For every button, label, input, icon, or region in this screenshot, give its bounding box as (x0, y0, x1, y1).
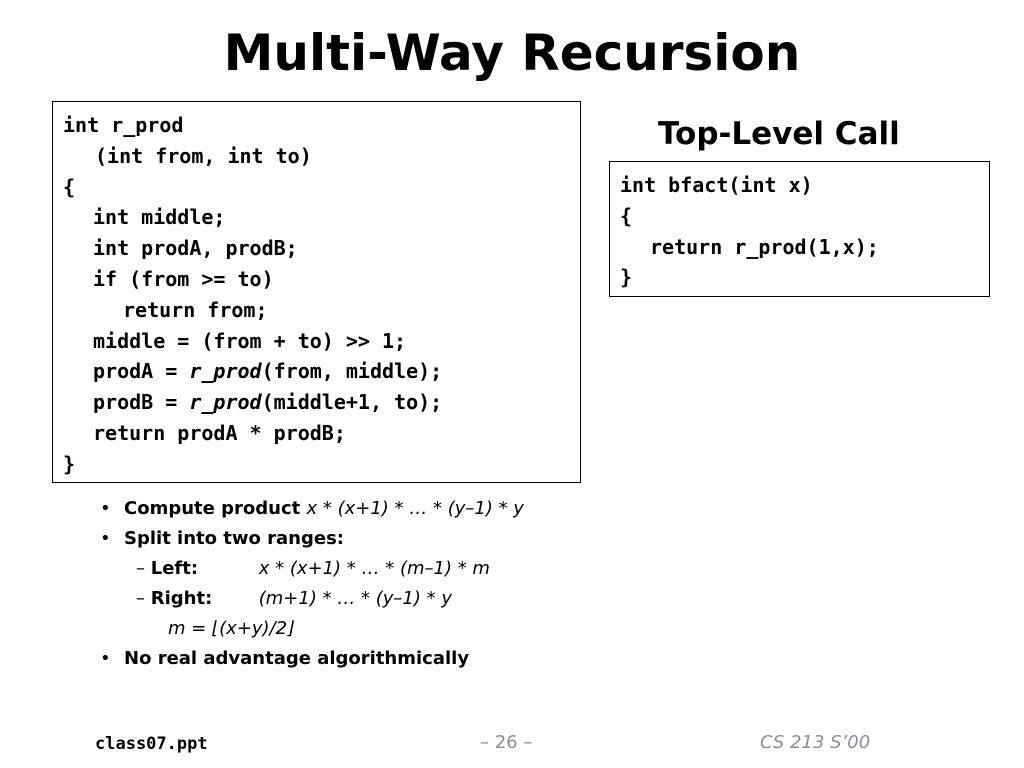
sub-bullet-expression: x * (x+1) * … * (m–1) * m (258, 558, 490, 579)
code-line: int r_prod (63, 113, 184, 137)
bullet-expression: x * (x+1) * … * (y–1) * y (306, 498, 524, 519)
sub-bullet-label: Left: (150, 558, 199, 579)
dash-icon: – (136, 558, 151, 579)
code-text: (from, middle); (261, 359, 443, 384)
r-prod-code-box: int r_prod (int from, int to) { int midd… (52, 101, 581, 483)
footer-course: CS 213 S’00 (760, 732, 871, 753)
code-line: prodA = r_prod(from, middle); (63, 356, 580, 387)
bullet-label: No real advantage algorithmically (124, 648, 470, 669)
code-line: } (63, 451, 76, 476)
sub-bullet-expression: (m+1) * … * (y–1) * y (258, 588, 452, 609)
code-line: (int from, int to) (95, 143, 312, 168)
code-text: prodA = (93, 359, 190, 384)
footer-filename: class07.ppt (95, 734, 208, 754)
code-line: { (63, 174, 76, 199)
sub-bullet-item: – Left: x * (x+1) * … * (m–1) * m (100, 554, 524, 584)
top-level-call-heading: Top-Level Call (658, 116, 900, 152)
code-line: if (from >= to) (93, 266, 274, 291)
code-line: int prodA, prodB; (93, 236, 298, 261)
bullet-item: • Compute product x * (x+1) * … * (y–1) *… (100, 494, 524, 524)
bullet-item: • No real advantage algorithmically (100, 644, 524, 674)
midpoint-expression: m = ⌊(x+y)/2⌋ (168, 618, 295, 639)
bullet-dot-icon: • (100, 528, 111, 549)
bullet-label: Split into two ranges: (124, 528, 344, 549)
code-line: return r_prod(1,x); (650, 234, 879, 259)
sub-bullet-item: – Right: (m+1) * … * (y–1) * y (100, 584, 524, 614)
code-line: int middle; (93, 205, 226, 230)
code-text: prodB = (93, 390, 190, 415)
code-text: (middle+1, to); (261, 390, 443, 415)
sub-bullet-label: Right: (150, 588, 213, 609)
bullet-dot-icon: • (100, 648, 111, 669)
code-line: { (620, 203, 633, 228)
code-line: prodB = r_prod(middle+1, to); (63, 387, 580, 418)
bullet-item: • Split into two ranges: (100, 524, 524, 554)
code-line: } (620, 265, 633, 290)
code-line: return prodA * prodB; (93, 420, 346, 445)
code-line: middle = (from + to) >> 1; (93, 328, 407, 353)
code-line: return from; (123, 297, 268, 322)
bullet-label: Compute product (124, 498, 307, 519)
midpoint-formula: m = ⌊(x+y)/2⌋ (100, 614, 524, 644)
bullet-list: • Compute product x * (x+1) * … * (y–1) *… (100, 494, 524, 674)
bullet-dot-icon: • (100, 498, 111, 519)
slide-title: Multi-Way Recursion (223, 24, 801, 82)
recursive-call-name: r_prod (189, 359, 262, 384)
code-line: int bfact(int x) (620, 173, 813, 197)
recursive-call-name: r_prod (189, 390, 262, 415)
dash-icon: – (136, 588, 151, 609)
bfact-code-box: int bfact(int x) { return r_prod(1,x); } (609, 161, 990, 297)
footer-page-number: – 26 – (480, 732, 533, 753)
